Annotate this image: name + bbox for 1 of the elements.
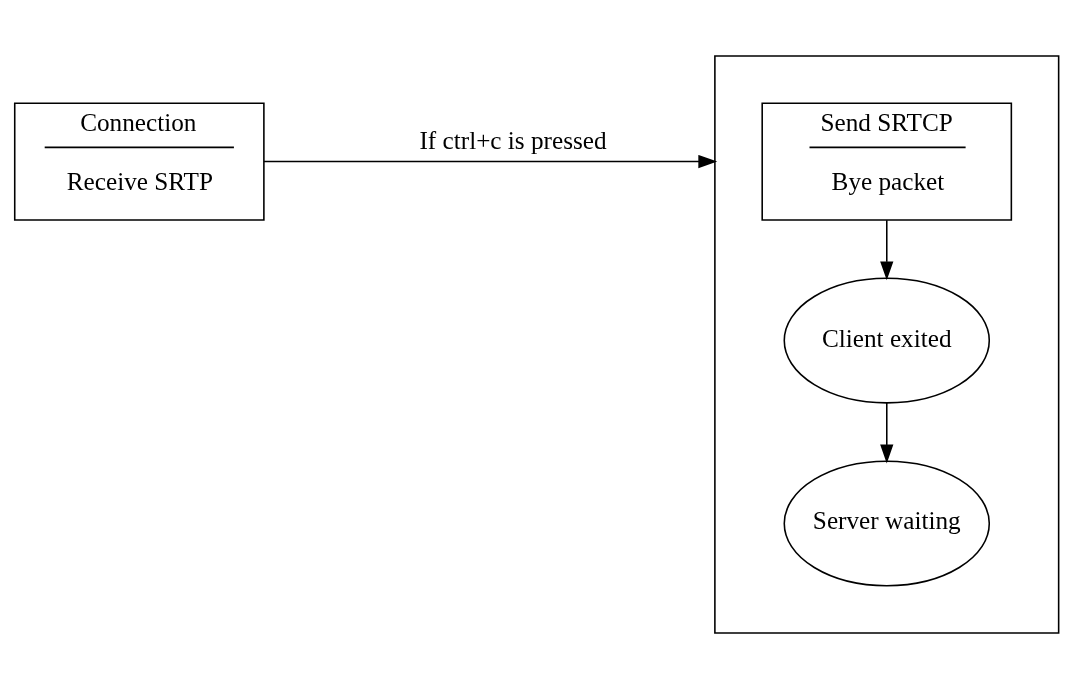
edge-label: If ctrl+c is pressed [419, 126, 607, 154]
